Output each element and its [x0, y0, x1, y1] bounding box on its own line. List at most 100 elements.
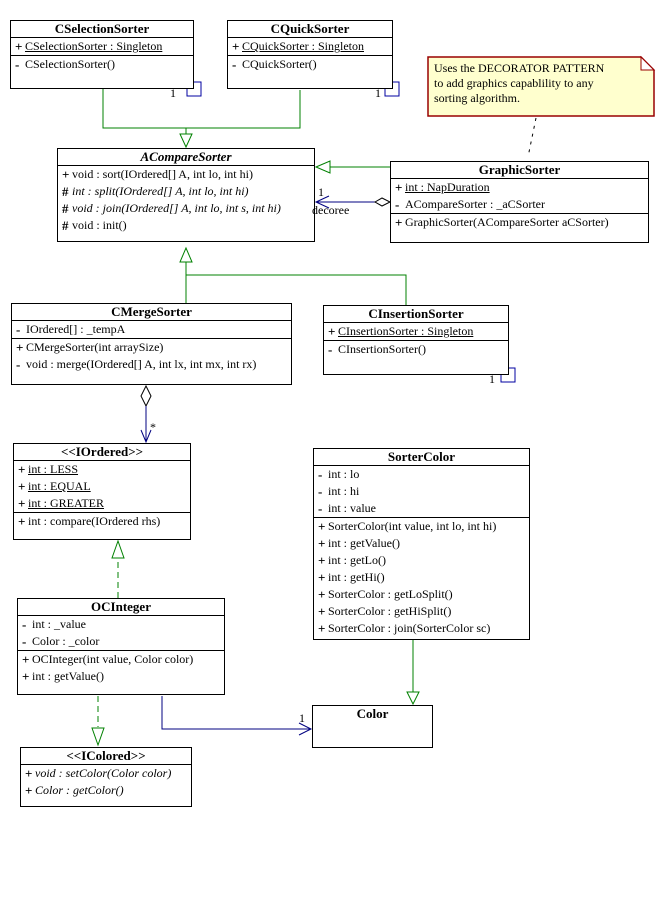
attribute: - ACompareSorter : _aCSorter — [391, 196, 648, 213]
operation-text: CSelectionSorter() — [25, 57, 115, 71]
visibility-public-icon: + — [395, 180, 403, 195]
operation: + SorterColor(int value, int lo, int hi) — [314, 518, 529, 535]
class-cquicksorter[interactable]: CQuickSorter + CQuickSorter : Singleton … — [227, 20, 393, 89]
visibility-public-icon: + — [318, 604, 326, 619]
operations-compartment: + void : sort(IOrdered[] A, int lo, int … — [58, 166, 314, 234]
association-ocinteger-to-color — [161, 696, 313, 736]
attributes-compartment: + int : LESS + int : EQUAL + int : GREAT… — [14, 461, 190, 512]
visibility-public-icon: + — [25, 783, 33, 798]
operation-text: SorterColor : join(SorterColor sc) — [328, 621, 491, 635]
operation: + SorterColor : join(SorterColor sc) — [314, 620, 529, 637]
attribute: - int : lo — [314, 466, 529, 483]
operations-compartment: - CQuickSorter() — [228, 55, 392, 73]
class-cmergesorter[interactable]: CMergeSorter - IOrdered[] : _tempA + CMe… — [11, 303, 292, 385]
visibility-public-icon: + — [318, 587, 326, 602]
operation-text: GraphicSorter(ACompareSorter aCSorter) — [405, 215, 609, 229]
attribute-text: int : hi — [328, 484, 360, 498]
operation: - CQuickSorter() — [228, 56, 392, 73]
class-cselectionsorter[interactable]: CSelectionSorter + CSelectionSorter : Si… — [10, 20, 194, 89]
visibility-public-icon: + — [25, 766, 33, 781]
class-graphicsorter[interactable]: GraphicSorter + int : NapDuration - ACom… — [390, 161, 649, 243]
operation-text: SorterColor(int value, int lo, int hi) — [328, 519, 497, 533]
note-line: sorting algorithm. — [434, 91, 520, 105]
attribute-text: IOrdered[] : _tempA — [26, 322, 126, 336]
operations-compartment: + void : setColor(Color color) + Color :… — [21, 765, 191, 799]
multiplicity-label-cinsertionsorter: 1 — [489, 372, 495, 386]
operations-compartment: - CInsertionSorter() — [324, 340, 508, 358]
attribute-text: int : value — [328, 501, 376, 515]
operation: + int : compare(IOrdered rhs) — [14, 513, 190, 530]
operations-compartment: + CMergeSorter(int arraySize) - void : m… — [12, 338, 291, 373]
class-acomparesorter[interactable]: ACompareSorter + void : sort(IOrdered[] … — [57, 148, 315, 242]
operation-text: CQuickSorter() — [242, 57, 317, 71]
class-color[interactable]: Color — [312, 705, 433, 748]
interface-iordered[interactable]: <<IOrdered>> + int : LESS + int : EQUAL … — [13, 443, 191, 540]
operation-text: int : split(IOrdered[] A, int lo, int hi… — [72, 184, 249, 198]
operation-text: int : getValue() — [32, 669, 104, 683]
attribute: - int : value — [314, 500, 529, 517]
operation-text: OCInteger(int value, Color color) — [32, 652, 194, 666]
attribute: + int : LESS — [14, 461, 190, 478]
visibility-public-icon: + — [22, 669, 30, 684]
class-ocinteger[interactable]: OCInteger - int : _value - Color : _colo… — [17, 598, 225, 695]
operations-compartment: + OCInteger(int value, Color color) + in… — [18, 650, 224, 685]
attributes-compartment: + CQuickSorter : Singleton — [228, 38, 392, 55]
visibility-public-icon: + — [328, 324, 336, 339]
class-cinsertionsorter[interactable]: CInsertionSorter + CInsertionSorter : Si… — [323, 305, 509, 375]
generalization-selection-quick-to-acomparesorter — [102, 89, 301, 149]
class-title: Color — [356, 706, 389, 721]
attribute-text: int : _value — [32, 617, 86, 631]
operations-compartment: + SorterColor(int value, int lo, int hi)… — [314, 517, 529, 637]
attributes-compartment: - int : _value - Color : _color — [18, 616, 224, 650]
visibility-private-icon: - — [395, 197, 400, 212]
note[interactable]: Uses the DECORATOR PATTERN to add graphi… — [434, 61, 646, 106]
visibility-private-icon: - — [318, 484, 323, 499]
visibility-public-icon: + — [232, 39, 240, 54]
interface-icolored[interactable]: <<IColored>> + void : setColor(Color col… — [20, 747, 192, 807]
visibility-public-icon: + — [318, 621, 326, 636]
operation-text: SorterColor : getHiSplit() — [328, 604, 452, 618]
visibility-public-icon: + — [22, 652, 30, 667]
operation: # void : init() — [58, 217, 314, 234]
attributes-compartment: + int : NapDuration - ACompareSorter : _… — [391, 179, 648, 213]
class-sortercolor[interactable]: SorterColor - int : lo - int : hi - int … — [313, 448, 530, 640]
attribute-text: CInsertionSorter : Singleton — [338, 324, 474, 338]
visibility-private-icon: - — [318, 467, 323, 482]
visibility-public-icon: + — [18, 479, 26, 494]
visibility-private-icon: - — [232, 57, 237, 72]
attribute-text: int : LESS — [28, 462, 79, 476]
operation-text: int : getValue() — [328, 536, 400, 550]
multiplicity-label-cquicksorter: 1 — [375, 86, 381, 100]
visibility-public-icon: + — [18, 496, 26, 511]
operation: # int : split(IOrdered[] A, int lo, int … — [58, 183, 314, 200]
operation-text: Color : getColor() — [35, 783, 124, 797]
operation: + void : setColor(Color color) — [21, 765, 191, 782]
visibility-private-icon: - — [15, 57, 20, 72]
operations-compartment: + int : compare(IOrdered rhs) — [14, 512, 190, 530]
operation-text: int : getLo() — [328, 553, 386, 567]
multiplicity-label-decoree: 1 — [318, 185, 324, 199]
operation: + SorterColor : getHiSplit() — [314, 603, 529, 620]
operation: + int : getValue() — [314, 535, 529, 552]
multiplicity-label-iordered: * — [150, 420, 156, 434]
operation-text: void : merge(IOrdered[] A, int lx, int m… — [26, 357, 257, 371]
attribute-text: int : GREATER — [28, 496, 105, 510]
class-title: CMergeSorter — [12, 304, 291, 321]
visibility-private-icon: - — [328, 342, 333, 357]
generalization-graphicsorter-to-acomparesorter — [314, 160, 390, 174]
operation: + SorterColor : getLoSplit() — [314, 586, 529, 603]
class-title: CInsertionSorter — [324, 306, 508, 323]
attribute: + int : GREATER — [14, 495, 190, 512]
visibility-protected-icon: # — [62, 184, 69, 199]
attribute-text: int : lo — [328, 467, 360, 481]
attribute-text: int : NapDuration — [405, 180, 490, 194]
operation-text: void : setColor(Color color) — [35, 766, 172, 780]
attributes-compartment: - IOrdered[] : _tempA — [12, 321, 291, 338]
visibility-public-icon: + — [318, 570, 326, 585]
attribute: + CInsertionSorter : Singleton — [324, 323, 508, 340]
class-title: GraphicSorter — [391, 162, 648, 179]
attribute-text: CSelectionSorter : Singleton — [25, 39, 163, 53]
operation: + int : getValue() — [18, 668, 224, 685]
operation: + int : getHi() — [314, 569, 529, 586]
operation: + Color : getColor() — [21, 782, 191, 799]
